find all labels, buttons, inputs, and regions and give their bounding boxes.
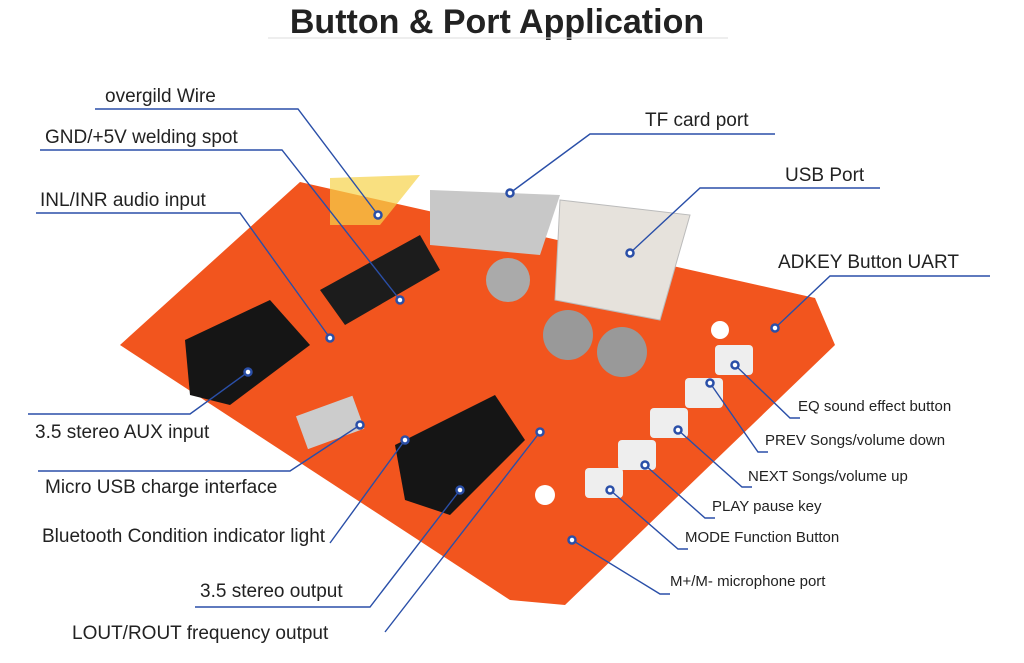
eq-button[interactable] [715,345,753,375]
mount-hole [535,485,555,505]
mode-button[interactable] [585,468,623,498]
micro-usb-port [295,395,365,450]
label-next-button: NEXT Songs/volume up [748,468,908,485]
label-usb-port: USB Port [785,165,865,186]
capacitor [597,327,647,377]
play-button[interactable] [618,440,656,470]
label-lout-rout: LOUT/ROUT frequency output [72,623,329,644]
label-adkey: ADKEY Button UART [778,252,959,273]
circuit-board [120,175,835,605]
label-eq-button: EQ sound effect button [798,398,951,415]
label-tf-card: TF card port [645,110,749,131]
label-stereo-output: 3.5 stereo output [200,581,343,602]
title: Button & Port Application [290,3,704,41]
leader-lines [28,108,990,633]
capacitor [486,258,530,302]
label-aux-input: 3.5 stereo AUX input [35,422,210,443]
label-overgild-wire: overgild Wire [105,86,216,107]
mount-hole [711,321,729,339]
buttons [585,345,753,498]
label-micro-usb: Micro USB charge interface [45,477,277,498]
capacitor [543,310,593,360]
chip [320,235,440,325]
label-bt-light: Bluetooth Condition indicator light [42,526,326,547]
label-play-button: PLAY pause key [712,498,822,515]
label-inl-inr: INL/INR audio input [40,190,207,211]
label-gnd-5v: GND/+5V welding spot [45,127,238,148]
output-jack [395,395,525,515]
label-prev-button: PREV Songs/volume down [765,432,945,449]
antenna-wire [330,175,420,225]
tf-card-slot [430,190,560,255]
label-mode-button: MODE Function Button [685,529,839,546]
label-mic-port: M+/M- microphone port [670,573,826,590]
marker-dots [243,188,780,545]
aux-jack [185,300,310,405]
usb-connector [554,199,691,321]
